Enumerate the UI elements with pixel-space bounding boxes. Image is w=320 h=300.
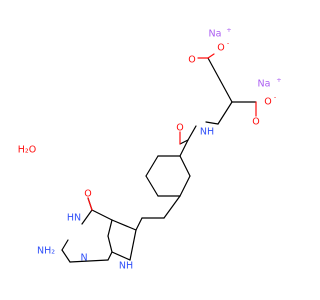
sodium-ion-top-label: Na xyxy=(209,29,222,40)
carboxylate-top-oxygen-double: O xyxy=(188,55,195,66)
pyrrole-nh-label: NH xyxy=(119,261,133,272)
amide-nh-label: NH xyxy=(200,127,214,138)
molecule-structure-diagram: Na + Na + O - O O - O NH O H₂O O HN N NH… xyxy=(18,26,282,272)
ring-nh-position-3-label: HN xyxy=(67,213,81,224)
sodium-ion-right-label: Na xyxy=(258,79,271,90)
carboxylate-top-oxygen-minus: O xyxy=(217,43,224,54)
atom-label-layer: Na + Na + O - O O - O NH O H₂O O HN N NH… xyxy=(18,26,282,272)
sodium-ion-top-charge: + xyxy=(226,26,231,34)
carboxylate-right-oxygen-double: O xyxy=(252,117,259,128)
carbonyl-double-bond-layer xyxy=(87,53,257,211)
sodium-ion-right-charge: + xyxy=(276,76,281,84)
water-molecule-label: H₂O xyxy=(18,145,36,156)
ring-nitrogen-position-1-label: N xyxy=(80,253,87,264)
carboxylate-top-oxygen-charge: - xyxy=(227,39,230,47)
amino-group-label: NH₂ xyxy=(37,246,55,257)
carboxylate-right-oxygen-charge: - xyxy=(274,93,277,101)
ring-carbonyl-oxygen-label: O xyxy=(84,189,91,200)
bond-layer xyxy=(61,57,257,263)
amide-oxygen-label: O xyxy=(176,123,183,134)
carboxylate-right-oxygen-minus: O xyxy=(264,97,271,108)
